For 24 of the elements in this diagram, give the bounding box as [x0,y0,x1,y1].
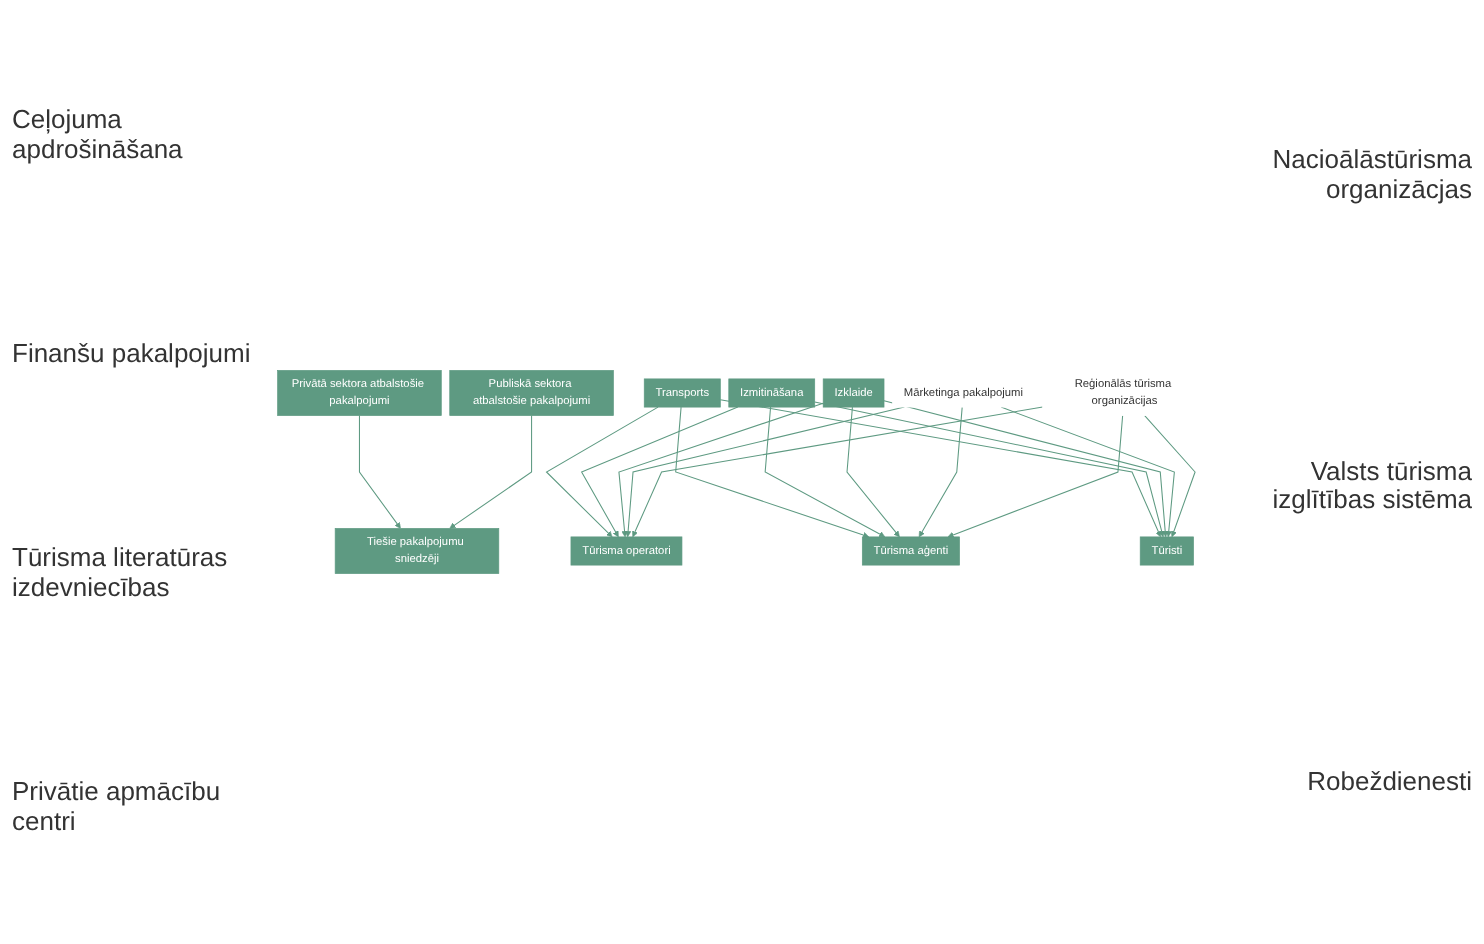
arrow [918,406,963,538]
arrow [675,406,870,539]
arrow [449,415,533,529]
arrow [947,415,1124,538]
arrow [764,406,886,538]
arrow [632,406,1044,538]
arrow [625,406,905,538]
side-label: Valsts tūrisma izglītības sistēma [1270,457,1472,517]
arrow [814,401,1165,538]
arrow [1000,406,1175,538]
side-label: Finanšu pakalpojumi [12,340,253,371]
side-label: Ceļojuma apdrošināšana [12,106,185,167]
arrow [618,402,824,538]
side-label: Privātie apmācību centri [12,777,223,838]
side-label: Tūrisma literatūras izdevniecības [12,543,230,604]
side-label: Nacioālāstūrisma organizācjas [1270,145,1472,206]
arrow [1144,415,1196,538]
arrow [846,406,900,538]
side-label: Robeždienesti [1305,768,1472,799]
arrow [358,415,401,529]
arrow [883,400,1169,538]
arrow [580,406,739,538]
arrow [719,399,1162,538]
arrow [545,406,659,538]
